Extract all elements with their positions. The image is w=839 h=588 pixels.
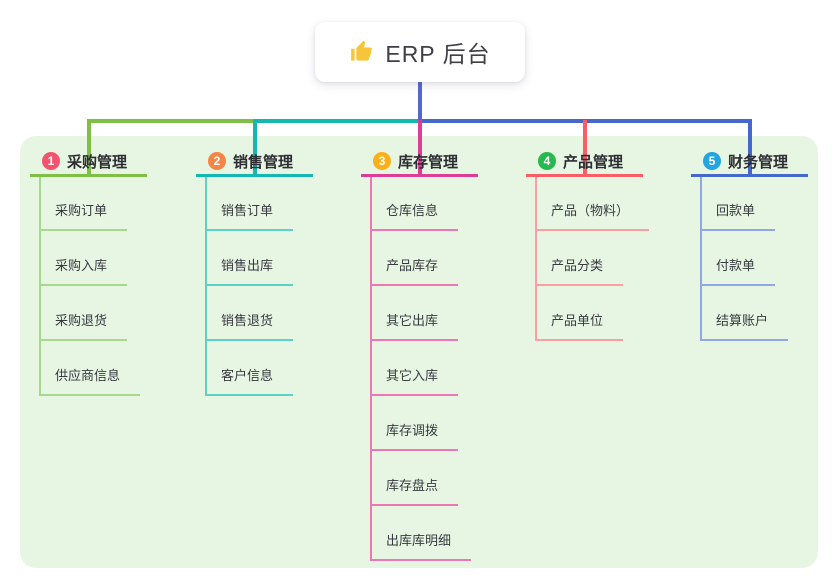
child-node[interactable]: 销售订单: [205, 203, 294, 231]
child-node[interactable]: 采购入库: [39, 258, 128, 286]
child-node[interactable]: 其它出库: [370, 313, 459, 341]
branch-drop-line-4: [583, 120, 587, 176]
bus-segment-middle: [253, 119, 422, 123]
branch-label: 产品管理: [563, 153, 624, 171]
branch-number-badge: 2: [208, 152, 226, 170]
branch-node-1[interactable]: 1 采购管理: [30, 148, 148, 177]
branch-node-4[interactable]: 4 产品管理: [526, 148, 644, 177]
child-node[interactable]: 供应商信息: [39, 368, 141, 396]
branch-node-2[interactable]: 2 销售管理: [196, 148, 314, 177]
branch-drop-line-2: [253, 120, 257, 176]
branch-child-rail-2: [205, 177, 207, 396]
child-node[interactable]: 仓库信息: [370, 203, 459, 231]
child-node[interactable]: 其它入库: [370, 368, 459, 396]
branch-number-badge: 1: [42, 152, 60, 170]
branch-child-rail-4: [535, 177, 537, 341]
child-node[interactable]: 采购退货: [39, 313, 128, 341]
child-node[interactable]: 回款单: [700, 203, 776, 231]
branch-drop-line-5: [748, 120, 752, 176]
child-node[interactable]: 产品（物料）: [535, 203, 650, 231]
child-node[interactable]: 产品分类: [535, 258, 624, 286]
child-node[interactable]: 出库库明细: [370, 533, 472, 561]
child-node[interactable]: 产品单位: [535, 313, 624, 341]
child-node[interactable]: 付款单: [700, 258, 776, 286]
child-node[interactable]: 库存调拨: [370, 423, 459, 451]
root-node-label: ERP 后台: [385, 41, 491, 67]
branch-number-badge: 5: [703, 152, 721, 170]
branch-label: 采购管理: [67, 153, 128, 171]
branch-number-badge: 4: [538, 152, 556, 170]
branch-child-rail-3: [370, 177, 372, 561]
branch-drop-line-1: [87, 120, 91, 176]
root-stem-line: [418, 80, 422, 123]
branch-number-badge: 3: [373, 152, 391, 170]
child-node[interactable]: 销售退货: [205, 313, 294, 341]
child-node[interactable]: 销售出库: [205, 258, 294, 286]
child-node[interactable]: 结算账户: [700, 313, 789, 341]
branch-child-rail-5: [700, 177, 702, 341]
bus-segment-left: [87, 119, 257, 123]
branch-label: 财务管理: [728, 153, 789, 171]
branches-panel: [20, 136, 818, 568]
thumbs-up-icon: [349, 39, 375, 65]
branch-node-5[interactable]: 5 财务管理: [691, 148, 809, 177]
root-node[interactable]: ERP 后台: [315, 22, 525, 82]
child-node[interactable]: 客户信息: [205, 368, 294, 396]
branch-node-3[interactable]: 3 库存管理: [361, 148, 479, 177]
child-node[interactable]: 采购订单: [39, 203, 128, 231]
branch-label: 库存管理: [398, 153, 459, 171]
branch-label: 销售管理: [233, 153, 294, 171]
child-node[interactable]: 产品库存: [370, 258, 459, 286]
branch-child-rail-1: [39, 177, 41, 396]
child-node[interactable]: 库存盘点: [370, 478, 459, 506]
branch-drop-line-3: [418, 120, 422, 176]
